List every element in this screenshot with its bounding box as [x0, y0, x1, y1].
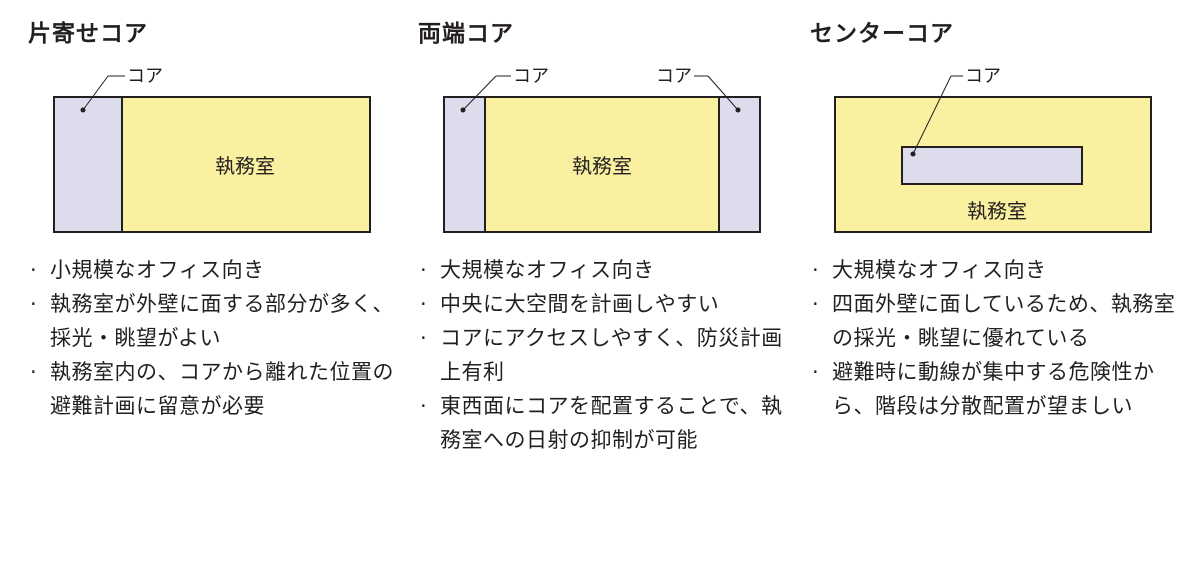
core-label: コア [965, 66, 1001, 87]
panel-title: 両端コア [418, 21, 514, 47]
feature-item: ·四面外壁に面しているため、執務室の採光・眺望に優れている [812, 292, 1176, 350]
core-area [53, 96, 123, 233]
core-leader-dot [80, 107, 86, 113]
center-core-panel: センターコア コア 執務室 ·大規模なオフィス向き ·四面外壁に面しているため、… [810, 0, 1190, 561]
feature-list: ·大規模なオフィス向き ·四面外壁に面しているため、執務室の採光・眺望に優れてい… [810, 253, 1180, 423]
office-label: 執務室 [967, 199, 1027, 223]
office-label: 執務室 [215, 154, 275, 178]
feature-list: ·大規模なオフィス向き ·中央に大空間を計画しやすい ·コアにアクセスしやすく、… [418, 253, 788, 457]
office-area [443, 96, 761, 233]
double-core-panel: 両端コア コア コア 執務室 ·大規模なオフィス向き ·中央に大空間を計画しやす… [418, 0, 798, 561]
feature-item: ·中央に大空間を計画しやすい [420, 292, 720, 316]
panel-title: 片寄せコア [28, 21, 148, 47]
panel-title: センターコア [810, 21, 954, 47]
core-area-right [718, 96, 761, 233]
side-core-diagram: コア 執務室 [53, 66, 371, 233]
center-core-diagram: コア 執務室 [834, 66, 1152, 233]
core-label: コア [513, 66, 549, 87]
core-leader-dot [910, 151, 916, 157]
core-leader-dot [735, 107, 741, 113]
feature-item: ·大規模なオフィス向き [812, 258, 1047, 282]
core-label: コア [127, 66, 163, 87]
feature-item: ·大規模なオフィス向き [420, 258, 655, 282]
core-leader-dot [460, 107, 466, 113]
office-label: 執務室 [572, 154, 632, 178]
core-leader-line [912, 75, 952, 155]
feature-item: ·執務室が外壁に面する部分が多く、採光・眺望がよい [30, 292, 394, 350]
double-core-diagram: コア コア 執務室 [443, 66, 761, 233]
core-leader-line [82, 75, 109, 111]
core-leader-line [707, 75, 739, 111]
feature-item: ·コアにアクセスしやすく、防災計画上有利 [420, 326, 783, 384]
feature-list: ·小規模なオフィス向き ·執務室が外壁に面する部分が多く、採光・眺望がよい ·執… [28, 253, 398, 423]
core-area-left [443, 96, 486, 233]
core-area [901, 146, 1083, 185]
side-core-panel: 片寄せコア コア 執務室 ·小規模なオフィス向き ·執務室が外壁に面する部分が多… [28, 0, 408, 561]
core-leader-line [462, 75, 497, 111]
feature-item: ·執務室内の、コアから離れた位置の避難計画に留意が必要 [30, 360, 394, 418]
feature-item: ·避難時に動線が集中する危険性から、階段は分散配置が望ましい [812, 360, 1155, 418]
feature-item: ·東西面にコアを配置することで、執務室への日射の抑制が可能 [420, 394, 783, 452]
core-label: コア [656, 66, 692, 87]
feature-item: ·小規模なオフィス向き [30, 258, 265, 282]
